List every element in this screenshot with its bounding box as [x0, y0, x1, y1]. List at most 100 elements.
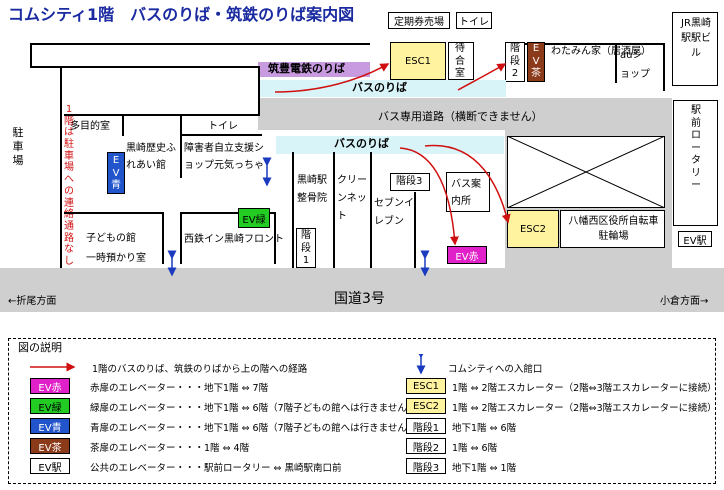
- yahata-label: 八幡西区役所自転車駐輪場: [568, 216, 659, 242]
- stairs1-label: 階段1: [301, 230, 311, 266]
- stairs3-box: [390, 173, 430, 191]
- bus-platform-top-label: バスのりば: [352, 81, 407, 94]
- chikuho-platform-label: 筑豊電鉄のりば: [268, 62, 345, 75]
- wall-v5: [180, 212, 182, 264]
- void-cross: [507, 136, 665, 208]
- jr-building-label: JR黒崎駅駅ビル: [681, 18, 711, 59]
- waiting-room: [448, 42, 474, 80]
- wall-v8: [333, 152, 335, 268]
- wall-v10: [414, 192, 416, 268]
- bus-platform-mid: [276, 136, 504, 154]
- road-lower: [0, 288, 724, 312]
- legend-esc-chip-4: 階段3: [406, 458, 446, 474]
- legend-panel: [8, 338, 716, 484]
- daycare-label: 一時預かり室: [86, 253, 146, 264]
- legend-ev-chip-1: EV緑: [30, 398, 70, 414]
- wall-v6: [274, 212, 276, 264]
- legend-esc-text-0: 1階 ⇔ 2階エスカレーター（2階⇔3階エスカレーターに接続）: [452, 383, 717, 394]
- au-shop-label: auショップ: [620, 50, 650, 80]
- entrance-arrow-icon: [416, 354, 426, 375]
- cleaning-label: クリーンネット: [337, 175, 367, 222]
- legend-esc-chip-1: ESC2: [406, 398, 446, 414]
- clinic-label: 黒崎駅整骨院: [297, 175, 327, 204]
- ev-brown-label: EV茶: [531, 43, 541, 79]
- seven-label: セブンイレブン: [374, 198, 414, 227]
- stairs2-label: 階段2: [510, 43, 520, 79]
- ev-red-box: EV赤: [447, 246, 487, 264]
- legend-ev-chip-3: EV茶: [30, 438, 70, 454]
- bus-platform-top: [258, 80, 506, 97]
- wall-right-top: [663, 43, 665, 91]
- legend-ev-text-4: 公共のエレベーター・・・駅前ロータリー ⇔ 黒崎駅南口前: [90, 463, 342, 474]
- wall-h3: [64, 212, 164, 214]
- bus-platform-mid-label: バスのりば: [334, 137, 389, 150]
- history-label: 黒崎歴史ふれあい館: [126, 143, 176, 171]
- route-arrow-icon: [30, 362, 76, 372]
- ev-station-box: EV駅: [678, 231, 712, 247]
- hotel-label: 西鉄イン黒崎フロント: [184, 234, 284, 245]
- wall-v1: [258, 66, 260, 116]
- esc1-box: ESC1: [390, 42, 446, 80]
- right-direction: 小倉方面→: [660, 296, 709, 307]
- legend-entrance-text: コムシティへの入館口: [448, 364, 543, 375]
- wall-left: [60, 66, 62, 270]
- bus-road-label: バス専用道路（横断できません）: [378, 110, 543, 123]
- yahata-box: [560, 210, 665, 248]
- legend-ev-text-1: 緑扉のエレベーター・・・地下1階 ⇔ 6階（7階子どもの館へは行きません）: [90, 403, 417, 414]
- legend-esc-chip-0: ESC1: [406, 378, 446, 394]
- stairs2-box: [505, 42, 525, 82]
- toilet-top-label: トイレ: [456, 12, 492, 29]
- legend-esc-chip-3: 階段2: [406, 438, 446, 454]
- wall-top: [30, 43, 370, 45]
- multipurpose-label: 多目的室: [70, 121, 110, 132]
- parking-label: 駐車場: [12, 126, 24, 167]
- chikuho-platform: [258, 62, 370, 77]
- wall-h2: [180, 134, 262, 136]
- legend-ev-text-2: 青扉のエレベーター・・・地下1階 ⇔ 6階（7階子どもの館へは行きません）: [90, 423, 417, 434]
- ticket-office-label: 定期券売場: [388, 12, 450, 29]
- esc2-box: ESC2: [507, 210, 559, 248]
- shop-divider: [615, 43, 617, 83]
- toilet-label: トイレ: [208, 121, 238, 132]
- wall-h1: [64, 114, 259, 116]
- legend-esc-chip-2: 階段1: [406, 418, 446, 434]
- legend-ev-chip-2: EV青: [30, 418, 70, 434]
- support-shop-label: 障害者自立支援ショップ元気っちゃ: [184, 143, 264, 171]
- wall-v3: [180, 116, 182, 178]
- legend-ev-chip-4: EV駅: [30, 458, 70, 474]
- page-title: コムシティ1階 バスのりば・筑鉄のりば案内図: [8, 5, 355, 24]
- ev-green-box: EV緑: [238, 208, 270, 228]
- ev-blue-label: EV青: [111, 155, 121, 191]
- legend-esc-text-3: 1階 ⇔ 6階: [452, 443, 498, 454]
- national-route-label: 国道3号: [334, 291, 385, 307]
- waiting-room-label: 待合室: [455, 43, 465, 79]
- wall-v7: [292, 152, 294, 268]
- kids-label: 子どもの館: [86, 233, 136, 244]
- stairs3-label: 階段3: [396, 176, 423, 187]
- stairs1-box: [296, 228, 316, 268]
- ev-blue-box: [107, 152, 125, 194]
- legend-esc-text-1: 1階 ⇔ 2階エスカレーター（2階⇔3階エスカレーターに接続）: [452, 403, 717, 414]
- wall-v2: [122, 116, 124, 136]
- route-overlay: [167, 63, 511, 277]
- watami-label-1: わたみん家（居酒屋）: [551, 46, 651, 57]
- legend-ev-text-0: 赤扉のエレベーター・・・地下1階 ⇔ 7階: [90, 383, 269, 394]
- wall-top-inner: [30, 66, 258, 68]
- jr-building: [672, 12, 718, 86]
- left-direction: ←折尾方面: [8, 296, 57, 307]
- wall-v4: [162, 212, 164, 264]
- legend-heading: 図の説明: [18, 341, 62, 354]
- station-rotary-box: [673, 100, 718, 226]
- wall-h4: [180, 212, 275, 214]
- wall-v9: [370, 152, 372, 268]
- legend-esc-text-4: 地下1階 ⇔ 1階: [452, 463, 517, 474]
- ev-brown-box: [527, 42, 545, 82]
- bus-info-box: [446, 172, 490, 212]
- bus-info-label: バス案内所: [451, 179, 481, 207]
- station-rotary-label: 駅前ロータリー: [691, 105, 701, 191]
- legend-esc-text-2: 地下1階 ⇔ 6階: [452, 423, 517, 434]
- no-passage-notice: 1階は駐車場への連絡通路なし: [64, 104, 74, 267]
- wall-left-top: [30, 43, 32, 68]
- legend-ev-chip-0: EV赤: [30, 378, 70, 394]
